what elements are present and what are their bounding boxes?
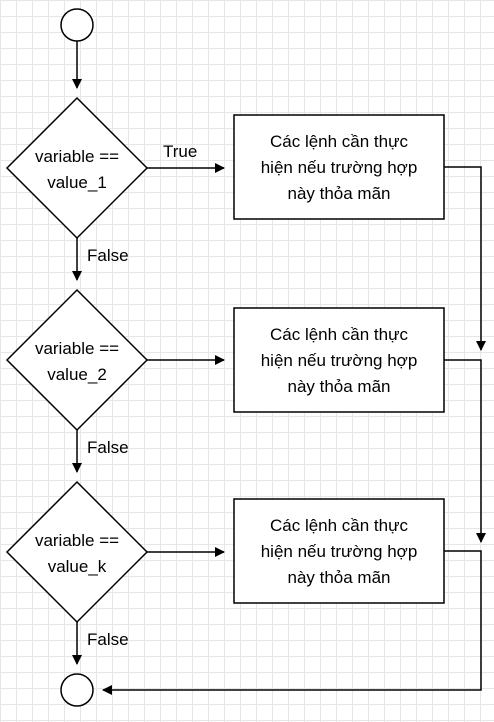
decision-3-line1: variable == <box>35 531 119 550</box>
label-false-2: False <box>87 438 129 457</box>
start-node <box>60 8 94 42</box>
decision-2 <box>5 288 149 432</box>
label-false-1: False <box>87 246 129 265</box>
decision-1 <box>5 96 149 240</box>
action-2 <box>233 307 445 413</box>
action-2-line2: hiện nếu trường hợp <box>261 351 418 370</box>
edge-action-1-merge <box>444 166 486 351</box>
action-2-line3: này thỏa mãn <box>287 377 390 396</box>
decision-3 <box>5 480 149 624</box>
action-3-line3: này thỏa mãn <box>287 568 390 587</box>
decision-2-line1: variable == <box>35 339 119 358</box>
action-1-line2: hiện nếu trường hợp <box>261 158 418 177</box>
label-false-3: False <box>87 630 129 649</box>
edge-action-2-merge <box>444 359 486 543</box>
label-true-1: True <box>163 142 197 161</box>
edge-action-3-to-end <box>102 550 482 695</box>
decision-3-line2: value_k <box>48 557 107 576</box>
action-1-line3: này thỏa mãn <box>287 184 390 203</box>
action-2-line1: Các lệnh cần thực <box>270 325 409 344</box>
action-1-line1: Các lệnh cần thực <box>270 132 409 151</box>
decision-2-line2: value_2 <box>47 365 107 384</box>
action-3-line2: hiện nếu trường hợp <box>261 542 418 561</box>
action-1 <box>233 114 445 220</box>
decision-1-line2: value_1 <box>47 173 107 192</box>
decision-1-line1: variable == <box>35 147 119 166</box>
end-node <box>60 673 94 707</box>
action-3-line1: Các lệnh cần thực <box>270 516 409 535</box>
